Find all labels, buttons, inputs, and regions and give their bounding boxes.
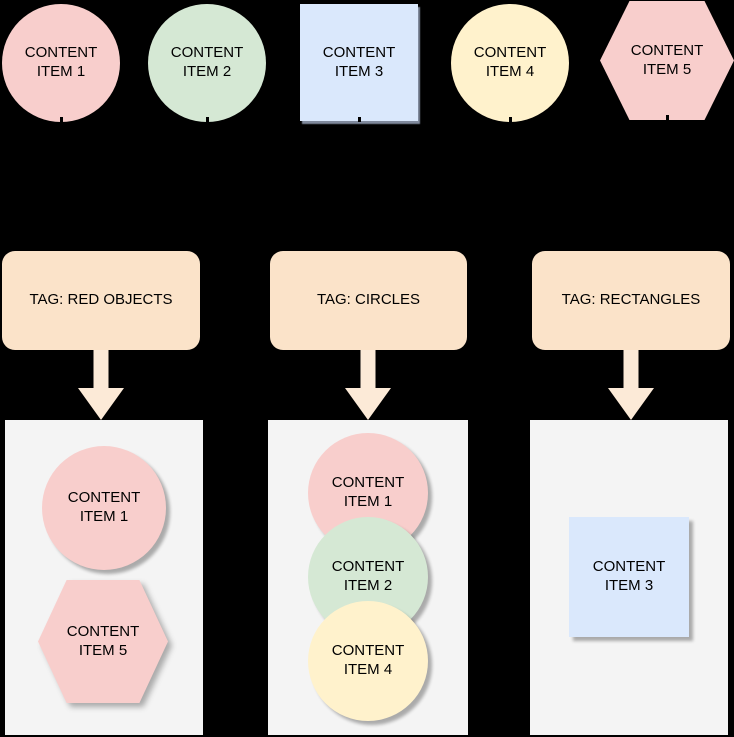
container-red-item-1-label: CONTENT ITEM 1 <box>67 489 141 525</box>
hexagon-shape: CONTENT ITEM 5 <box>600 1 734 120</box>
hexagon-shape: CONTENT ITEM 5 <box>38 580 168 703</box>
connector-stub <box>666 115 669 120</box>
down-arrow-icon <box>608 350 654 420</box>
content-item-2-node: CONTENT ITEM 2 <box>148 4 266 122</box>
tag-circles-label: TAG: CIRCLES <box>316 291 421 309</box>
connector-stub <box>509 117 512 122</box>
content-item-3-label: CONTENT ITEM 3 <box>322 43 396 80</box>
container-red-objects: CONTENT ITEM 1 CONTENT ITEM 5 <box>5 420 203 735</box>
container-red-item-1: CONTENT ITEM 1 <box>42 446 166 570</box>
connector-stub <box>358 117 361 122</box>
container-rectangles-item-3: CONTENT ITEM 3 <box>569 517 689 637</box>
container-rectangles-item-3-label: CONTENT ITEM 3 <box>592 558 666 594</box>
tag-rectangles: TAG: RECTANGLES <box>532 251 730 350</box>
tag-red-objects: TAG: RED OBJECTS <box>2 251 200 350</box>
content-item-3-node: CONTENT ITEM 3 <box>300 4 418 121</box>
down-arrow-icon <box>78 350 124 420</box>
content-item-4-label: CONTENT ITEM 4 <box>473 44 547 80</box>
container-red-item-5-label: CONTENT ITEM 5 <box>66 622 140 659</box>
content-item-5-label: CONTENT ITEM 5 <box>630 41 704 78</box>
container-circles-item-2-label: CONTENT ITEM 2 <box>331 558 405 594</box>
connector-stub <box>60 117 63 122</box>
content-item-4-node: CONTENT ITEM 4 <box>451 4 569 122</box>
tag-circles: TAG: CIRCLES <box>270 251 467 350</box>
tag-red-objects-label: TAG: RED OBJECTS <box>29 291 173 309</box>
container-circles: CONTENT ITEM 1 CONTENT ITEM 2 CONTENT IT… <box>268 420 468 735</box>
container-rectangles: CONTENT ITEM 3 <box>530 420 728 735</box>
container-red-item-5: CONTENT ITEM 5 <box>38 580 168 703</box>
content-item-2-label: CONTENT ITEM 2 <box>170 44 244 80</box>
down-arrow-glyph <box>608 350 654 420</box>
down-arrow-glyph <box>78 350 124 420</box>
down-arrow-icon <box>345 350 391 420</box>
content-item-1-node: CONTENT ITEM 1 <box>2 4 120 122</box>
container-circles-item-4: CONTENT ITEM 4 <box>308 601 428 721</box>
container-circles-item-4-label: CONTENT ITEM 4 <box>331 642 405 678</box>
connector-stub <box>206 117 209 122</box>
tag-rectangles-label: TAG: RECTANGLES <box>561 291 701 309</box>
content-item-5-node: CONTENT ITEM 5 <box>600 1 734 120</box>
down-arrow-glyph <box>345 350 391 420</box>
container-circles-item-1-label: CONTENT ITEM 1 <box>331 474 405 510</box>
content-item-1-label: CONTENT ITEM 1 <box>24 44 98 80</box>
